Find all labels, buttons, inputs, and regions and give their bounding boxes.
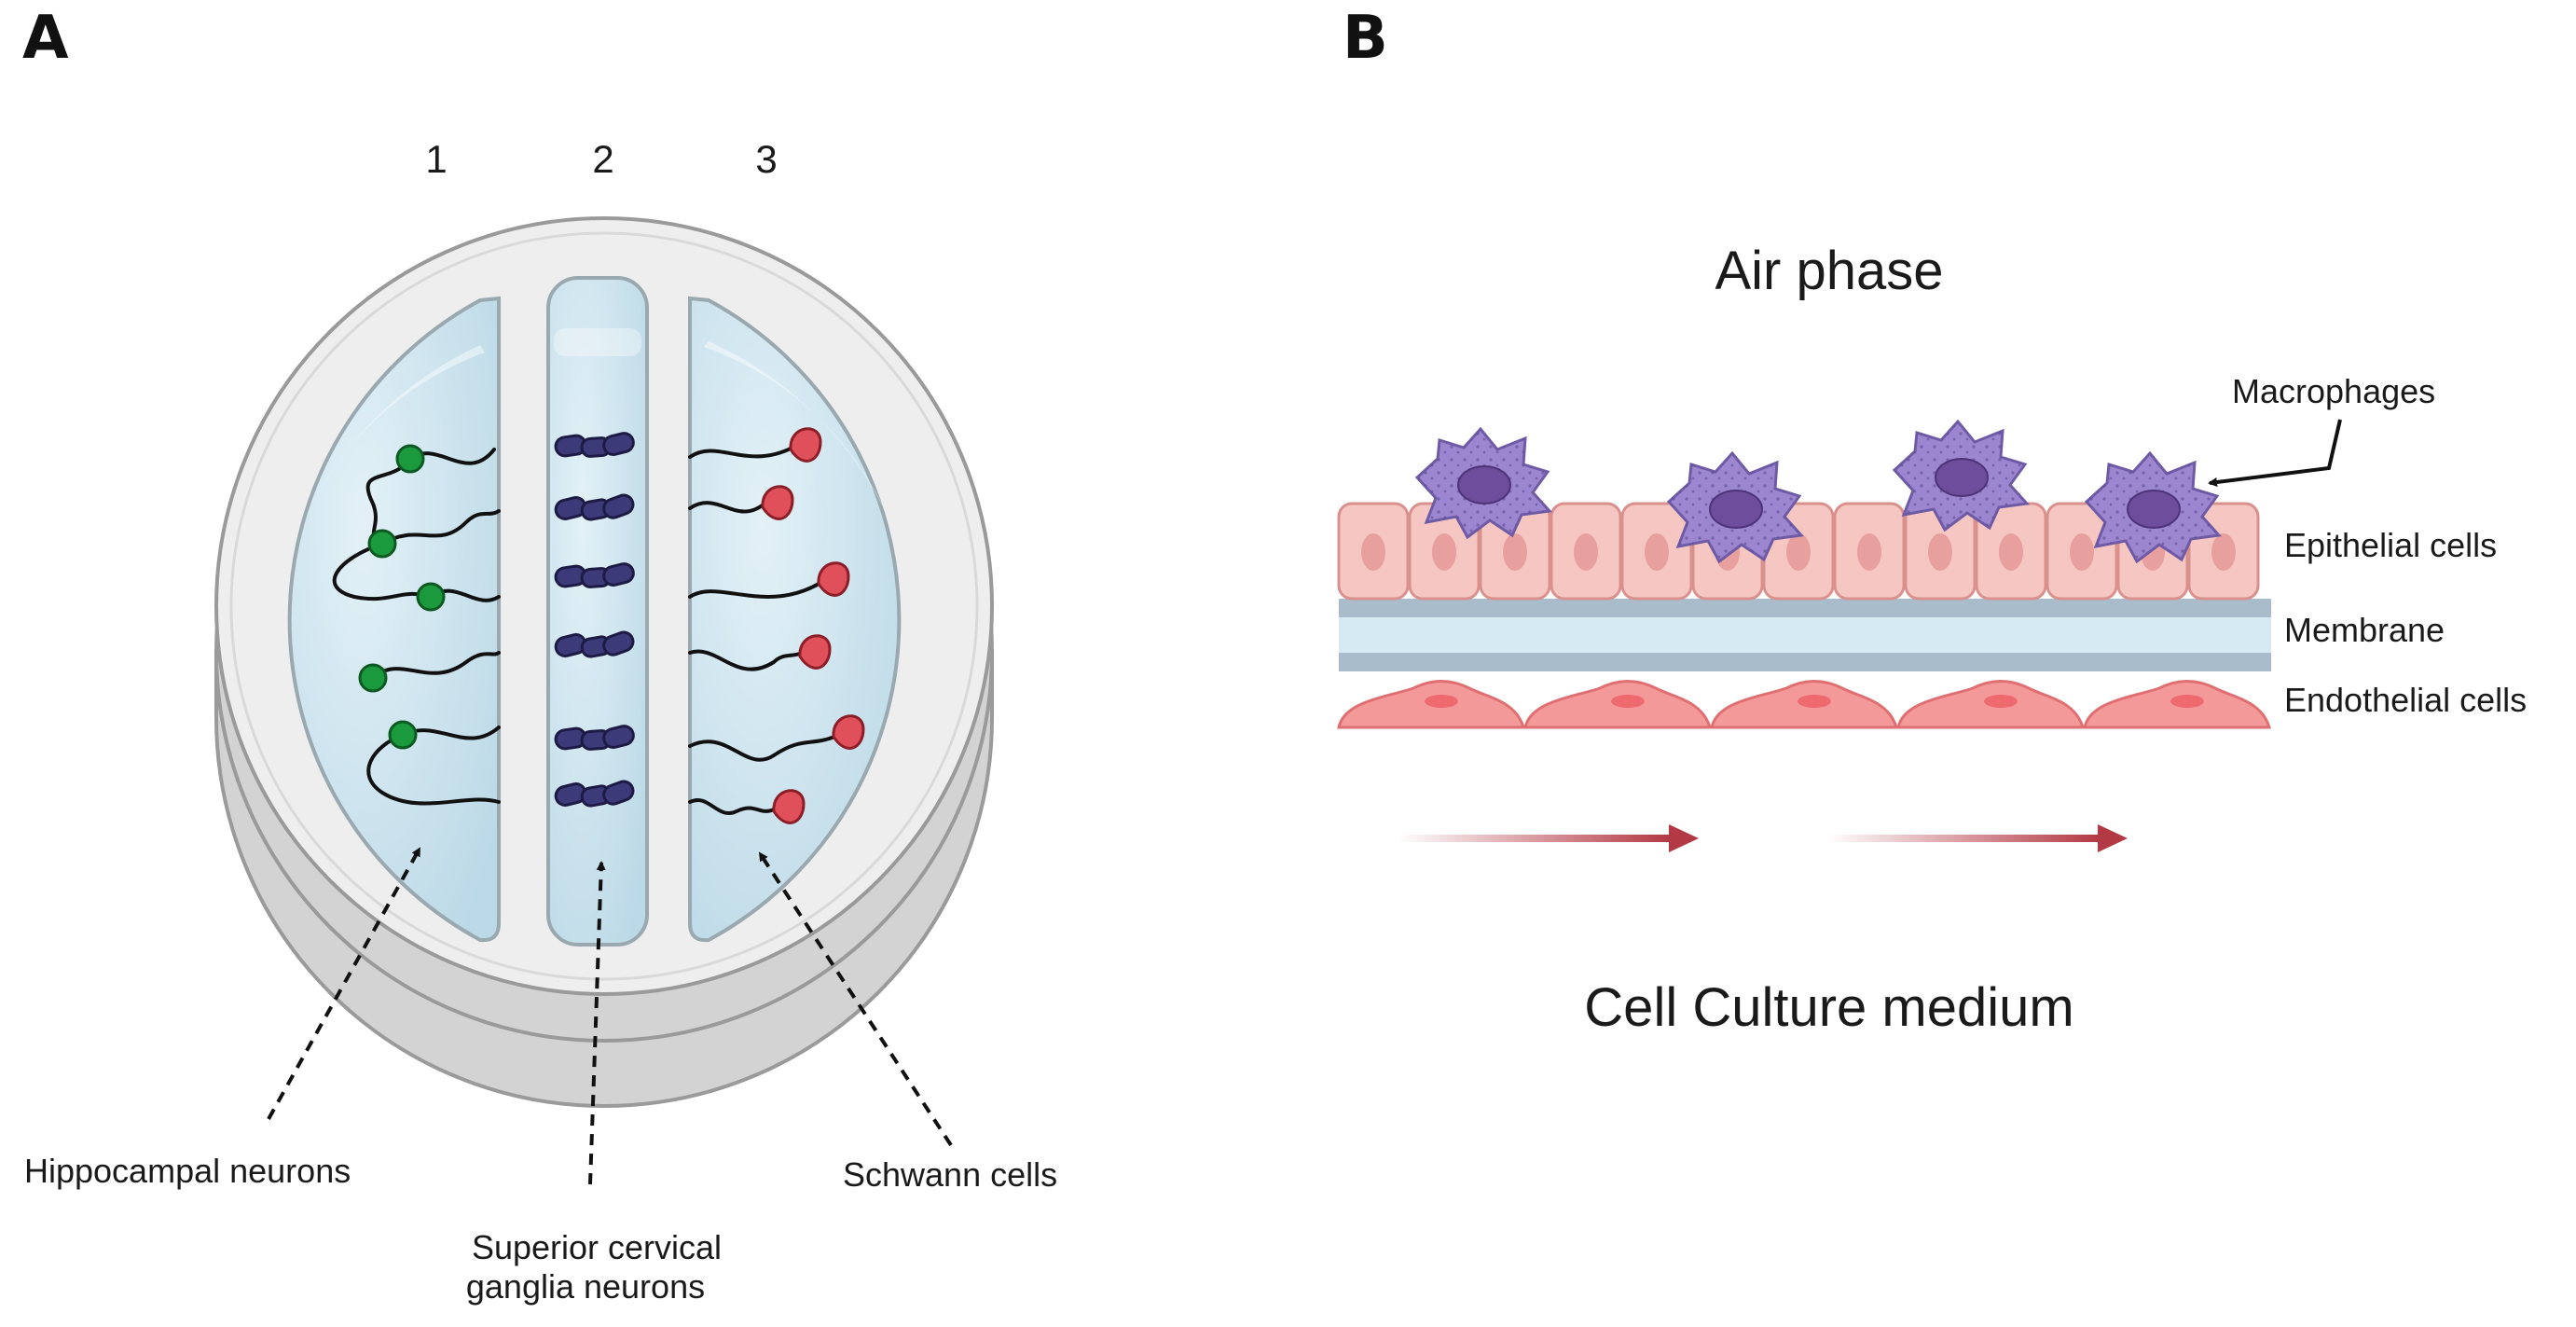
epithelial-cell <box>1550 502 1622 601</box>
epithelial-cell <box>1337 502 1410 601</box>
culture-dish <box>214 216 994 1108</box>
ganglia-neuron-cluster <box>554 630 635 658</box>
endothelial-cells-label: Endothelial cells <box>2284 681 2527 719</box>
schwann-cell <box>832 714 865 750</box>
ganglia-neurons <box>554 432 635 808</box>
schwann-cell <box>789 427 822 463</box>
axon <box>688 798 776 815</box>
cell-culture-medium-label: Cell Culture medium <box>1584 977 2073 1038</box>
hippocampal-neuron-soma <box>367 529 397 559</box>
axon <box>688 581 822 599</box>
schwann-cell <box>761 485 794 520</box>
panel-a-pointer-arrows <box>267 847 953 1185</box>
axon <box>366 733 501 806</box>
endothelial-cell <box>1896 680 2085 729</box>
macrophage <box>2084 450 2223 564</box>
membrane-label: Membrane <box>2284 611 2445 649</box>
compartment-numbers: 1 2 3 <box>425 137 777 181</box>
flow-arrow-head <box>1669 824 1699 852</box>
macrophage <box>1666 450 1805 564</box>
ganglia-neurons-label: ganglia neurons <box>466 1267 705 1306</box>
ganglia-neuron-cluster <box>554 493 635 521</box>
hippocampal-pointer <box>267 847 421 1120</box>
dish-inner-edge <box>229 231 979 981</box>
membrane-body <box>1339 617 2271 653</box>
axon <box>688 446 794 459</box>
epithelial-cells-label: Epithelial cells <box>2284 526 2497 564</box>
hippocampal-neuron-soma <box>358 663 388 693</box>
axon <box>688 735 836 762</box>
compartment-number-1: 1 <box>425 137 447 181</box>
schwann-cell <box>798 634 832 670</box>
ganglia-neuron-cluster <box>554 780 635 808</box>
flow-arrow-shaft <box>1827 835 2098 842</box>
schwann-cell <box>772 789 806 824</box>
endothelial-cell <box>2083 680 2271 729</box>
endothelial-cell <box>1523 680 1712 729</box>
panel-a-letter: A <box>22 4 69 73</box>
macrophage <box>1414 426 1553 540</box>
chamber-2-highlight <box>554 328 641 356</box>
schwann-cells-label: Schwann cells <box>843 1155 1057 1194</box>
flow-arrow-shaft <box>1398 835 1669 842</box>
epithelial-cell <box>2046 502 2118 601</box>
ganglia-pointer <box>588 861 606 1185</box>
schwann-cells <box>761 427 865 824</box>
axon <box>332 542 433 601</box>
hippocampal-neuron-somas <box>358 444 446 750</box>
axon <box>380 509 501 546</box>
flow-arrow-head <box>2098 824 2128 852</box>
hippocampal-neuron-soma <box>388 720 418 750</box>
endothelial-layer <box>1337 680 2271 729</box>
axon <box>371 651 501 680</box>
endothelial-cell <box>1337 680 1525 729</box>
chamber-2 <box>546 276 649 947</box>
membrane-bottom-edge <box>1339 653 2271 671</box>
hippocampal-neurons-label: Hippocampal neurons <box>24 1152 351 1190</box>
macrophages <box>1414 419 2223 564</box>
schwann-cell <box>817 561 850 597</box>
epithelial-cell <box>1620 502 1693 601</box>
ganglia-neuron-cluster <box>554 562 635 588</box>
epithelial-cell <box>1833 502 1906 601</box>
axon <box>688 501 766 514</box>
membrane-layer <box>1339 599 2271 671</box>
membrane-top-edge <box>1339 599 2271 617</box>
compartment-number-3: 3 <box>755 137 777 181</box>
axon <box>688 649 804 671</box>
hippocampal-neuron-soma <box>416 582 446 612</box>
epithelial-cell <box>1904 502 1977 601</box>
ganglia-neuron-cluster <box>554 432 635 458</box>
hippocampal-neuron-soma <box>395 444 425 474</box>
compartment-number-2: 2 <box>592 137 613 181</box>
chamber-3 <box>688 296 902 943</box>
superior-cervical-label: Superior cervical <box>472 1228 722 1266</box>
endothelial-cell <box>1710 680 1898 729</box>
macrophages-label: Macrophages <box>2232 372 2435 410</box>
schwann-axons <box>688 446 836 815</box>
macrophage <box>1892 419 2031 532</box>
air-phase-label: Air phase <box>1715 241 1943 301</box>
ganglia-neuron-cluster <box>554 725 635 751</box>
panel-b-letter: B <box>1343 4 1388 73</box>
medium-flow-arrows <box>1398 824 2128 852</box>
macrophage-pointer <box>2208 419 2342 487</box>
epithelial-cell <box>1975 502 2047 601</box>
